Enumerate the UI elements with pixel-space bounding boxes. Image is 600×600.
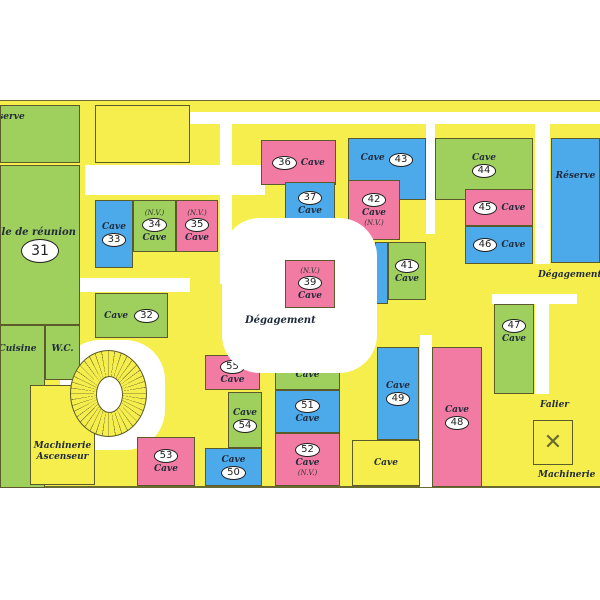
room-number: 51 [295, 399, 320, 413]
spiral-staircase [70, 350, 147, 437]
room-label: Cave [374, 458, 398, 468]
corridor [85, 165, 265, 195]
room-label: Cave [295, 414, 320, 424]
room-label: Machinerie [33, 441, 92, 451]
room-label: Cave [102, 221, 126, 232]
room-number: 39 [297, 276, 323, 290]
room-32: Cave 32 [95, 293, 168, 338]
elevator-shaft: ✕ [533, 420, 573, 465]
room-number: 45 [472, 200, 498, 215]
room-label: Cave [445, 404, 469, 415]
room-label: Cave [300, 157, 325, 168]
room-number: 37 [297, 190, 323, 205]
machinerie-label-right: Machinerie [538, 470, 596, 480]
room-note: (N.V.) [297, 468, 318, 477]
room-label: Cave [185, 233, 209, 243]
room-cave-yellow: Cave [352, 440, 420, 486]
degagement-label-center: Dégagement [245, 315, 316, 326]
room-label: W.C. [51, 344, 74, 354]
room-number: 34 [142, 218, 167, 232]
corridor [535, 304, 549, 394]
room-label: Cave [386, 381, 410, 391]
room-number: 41 [394, 258, 420, 273]
room-label: Cave [142, 233, 167, 243]
room-reserve-left: Réserve [0, 105, 80, 163]
room-label: Cave [104, 310, 129, 321]
falier-label: Falier [540, 400, 570, 410]
room-label: Cuisine [0, 344, 37, 354]
room-label: Salle de réunion [1, 227, 76, 238]
corridor [80, 278, 190, 292]
room-label: Cave [362, 208, 386, 218]
room-label: Réserve [1, 112, 25, 122]
room-label: Cave [154, 464, 178, 474]
room-number: 48 [444, 415, 470, 430]
room-label: Cave [298, 291, 322, 301]
room-label: Cave [221, 454, 246, 465]
corridor [420, 335, 432, 487]
room-label: Cave [501, 202, 526, 213]
elevator-cross-icon: ✕ [543, 430, 563, 455]
room-label: Cave [233, 407, 257, 418]
room-label: Cave [298, 205, 322, 216]
corridor [190, 112, 600, 124]
room-number: 36 [272, 155, 297, 170]
room-number: 32 [134, 308, 159, 323]
room-number: 54 [232, 418, 258, 433]
room-label: Cave [295, 457, 320, 468]
room-note: (N.V.) [364, 219, 384, 227]
room-label: Cave [501, 240, 526, 250]
room-label: Cave [220, 375, 245, 385]
room-number: 53 [153, 449, 179, 463]
corridor [426, 124, 435, 234]
corridor [535, 124, 550, 264]
room-label: Cave [395, 273, 419, 284]
room-number: 35 [184, 218, 210, 232]
room-label: Cave [502, 334, 526, 344]
room-label: Réserve [555, 171, 596, 181]
room-note: (N.V.) [144, 209, 165, 217]
room-number: 49 [385, 392, 411, 406]
room-label: Cave [295, 370, 320, 380]
room-number: 46 [472, 238, 498, 252]
room-number: 31 [21, 239, 59, 263]
room-reserve-right: Réserve [551, 138, 600, 263]
room-number: 44 [471, 164, 497, 178]
room-note: (N.V.) [300, 267, 320, 275]
room-number: 52 [295, 442, 320, 457]
room-label: Cave [472, 153, 496, 163]
room-note: (N.V.) [187, 209, 207, 217]
room-number: 50 [221, 465, 246, 480]
room-number: 42 [361, 193, 387, 207]
room-number: 47 [501, 319, 527, 333]
room-yellow-top [95, 105, 190, 163]
room-number: 43 [388, 153, 414, 167]
corridor [492, 294, 577, 304]
room-label: Ascenseur [36, 452, 89, 462]
degagement-label-right: Dégagement [538, 270, 600, 280]
room-label: Cave [360, 153, 385, 163]
room-number: 33 [101, 232, 127, 247]
